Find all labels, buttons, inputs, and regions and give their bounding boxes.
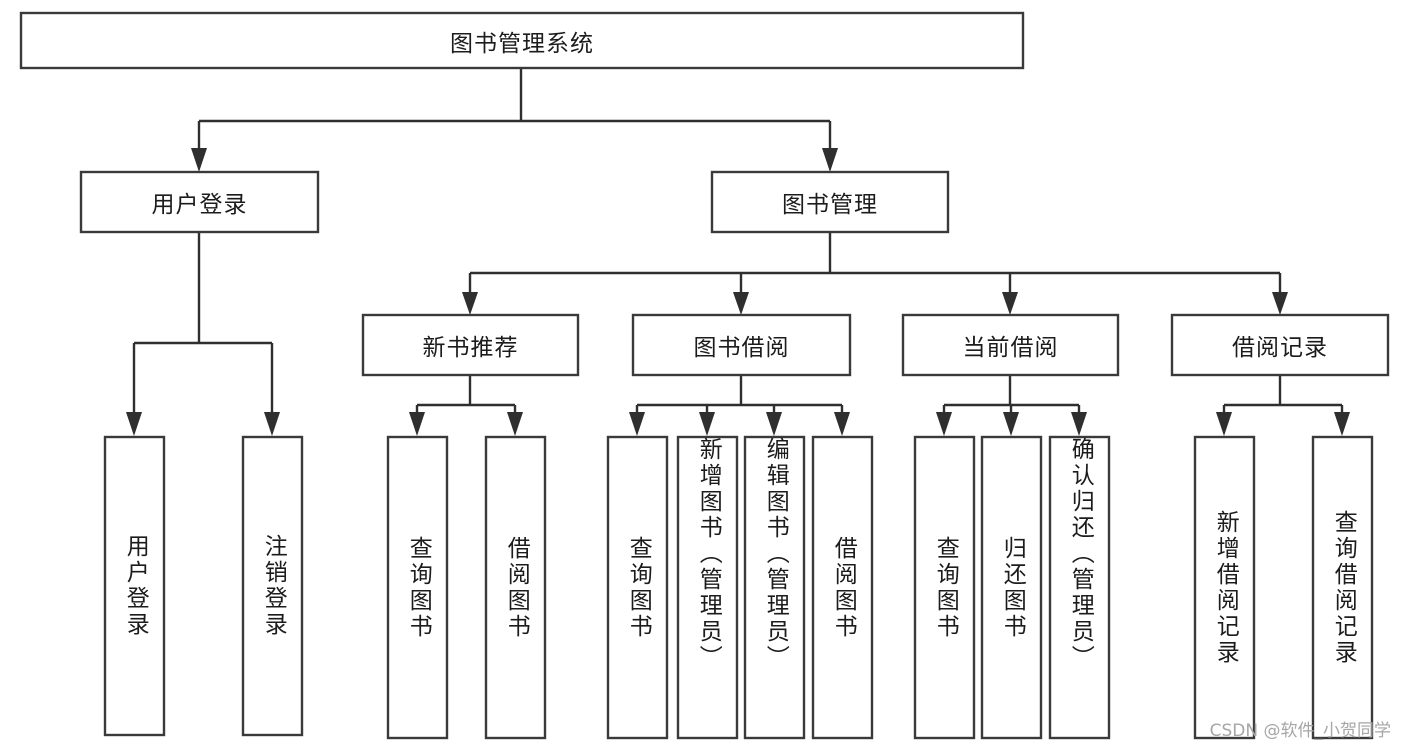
node-box-current-borrow[interactable]	[901, 313, 1120, 377]
arrow-head-leaf-edit-book	[766, 412, 782, 436]
connector-group-current-borrow-to-leaves	[936, 375, 1087, 436]
node-box-user-login[interactable]	[79, 170, 320, 234]
node-box-leaf-query-book-3[interactable]	[913, 435, 976, 740]
node-box-leaf-return-book[interactable]	[980, 435, 1043, 740]
node-box-leaf-user-login[interactable]	[103, 435, 166, 737]
node-box-borrow-record[interactable]	[1170, 313, 1390, 377]
arrow-head-user-login	[191, 148, 207, 172]
node-box-root[interactable]	[19, 11, 1025, 70]
node-box-book-manage[interactable]	[710, 170, 950, 234]
connector-group-book-borrow-to-leaves	[629, 375, 850, 436]
arrow-head-leaf-query-book-3	[936, 412, 952, 436]
node-box-book-borrow[interactable]	[631, 313, 852, 377]
node-box-leaf-logout[interactable]	[241, 435, 304, 737]
arrow-head-leaf-return-book	[1003, 412, 1019, 436]
arrow-head-leaf-query-book-2	[629, 412, 645, 436]
node-box-leaf-borrow-book-1[interactable]	[484, 435, 547, 740]
arrow-head-leaf-add-book	[699, 412, 715, 436]
node-box-leaf-query-record[interactable]	[1311, 435, 1374, 740]
arrow-head-leaf-user-login	[126, 412, 142, 436]
arrow-head-borrow-record	[1272, 292, 1288, 315]
arrow-head-leaf-logout	[264, 412, 280, 436]
node-box-leaf-edit-book[interactable]	[743, 435, 806, 740]
connector-group-user-login-to-leaves	[126, 232, 280, 436]
arrow-head-current-borrow	[1002, 292, 1018, 315]
node-box-leaf-borrow-book-2[interactable]	[811, 435, 874, 740]
connector-group-root-to-level2	[191, 68, 838, 172]
arrow-head-leaf-query-record	[1334, 412, 1350, 436]
arrow-head-leaf-borrow-book-1	[507, 412, 523, 436]
node-box-leaf-query-book-2[interactable]	[606, 435, 669, 740]
node-box-leaf-add-book[interactable]	[676, 435, 739, 740]
connector-group-new-book-rec-to-leaves	[409, 375, 523, 436]
arrow-head-leaf-add-record	[1216, 412, 1232, 436]
arrow-head-book-borrow	[733, 292, 749, 315]
arrow-head-leaf-query-book-1	[409, 412, 425, 436]
node-box-new-book-rec[interactable]	[361, 313, 580, 377]
arrow-head-book-manage	[822, 148, 838, 172]
connector-group-borrow-record-to-leaves	[1216, 375, 1350, 436]
node-box-leaf-add-record[interactable]	[1193, 435, 1256, 740]
node-box-leaf-confirm-return[interactable]	[1048, 435, 1111, 740]
arrow-head-leaf-confirm-return	[1071, 412, 1087, 436]
arrow-head-new-book-rec	[462, 292, 478, 315]
arrow-head-leaf-borrow-book-2	[834, 412, 850, 436]
node-box-leaf-query-book-1[interactable]	[386, 435, 449, 740]
connector-group-book-manage-to-level3	[462, 232, 1288, 315]
